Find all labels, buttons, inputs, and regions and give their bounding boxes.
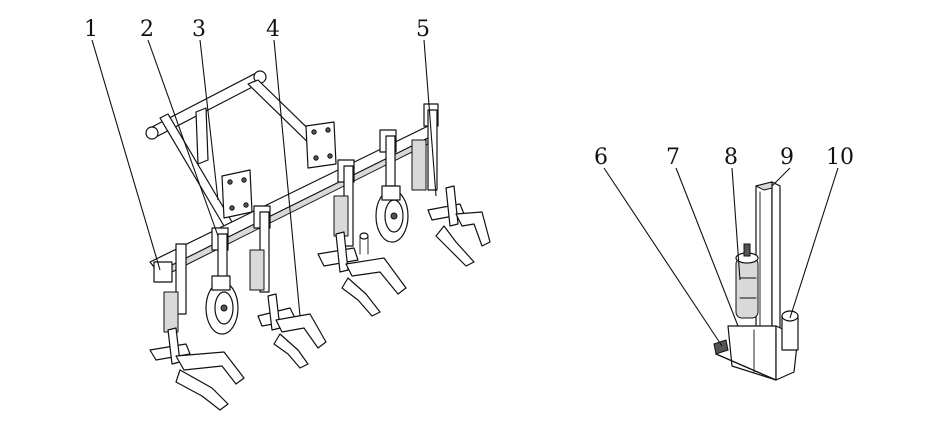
clamp-unit-5 — [379, 129, 397, 187]
clamp-unit-1 — [153, 243, 187, 333]
cultivator-assembly: 1 2 3 4 5 — [84, 17, 491, 411]
callout-number: 8 — [724, 145, 738, 170]
clamp-unit-3 — [249, 205, 271, 293]
tine-1 — [149, 327, 245, 411]
gauge-wheel-left — [205, 275, 239, 335]
square-tube — [755, 181, 781, 343]
callout-number: 10 — [826, 145, 854, 170]
spring-cylinder — [735, 243, 759, 319]
mounting-plate-right — [305, 121, 337, 169]
callout-number: 2 — [140, 17, 154, 42]
callout-number: 4 — [266, 17, 280, 42]
clamp-unit-4 — [333, 159, 355, 247]
leader-lines-right — [603, 167, 839, 347]
callout-number: 6 — [594, 145, 608, 170]
left-side-beam — [159, 107, 233, 227]
callout-number: 7 — [666, 145, 680, 170]
callout-number: 1 — [84, 17, 98, 42]
callout-number: 9 — [780, 145, 794, 170]
leader-lines-left — [91, 39, 437, 317]
gauge-wheel-right — [375, 185, 409, 243]
shank-detail-assembly: 6 7 8 9 10 — [594, 145, 854, 381]
mounting-plate-left — [221, 169, 253, 219]
callout-number: 3 — [192, 17, 206, 42]
callout-number: 5 — [416, 17, 430, 42]
tine-4 — [427, 185, 491, 267]
foot-plate — [713, 339, 777, 381]
tine-3 — [317, 231, 407, 317]
side-tube — [781, 310, 799, 351]
tine-post-top — [359, 232, 369, 255]
tine-2 — [257, 293, 327, 369]
